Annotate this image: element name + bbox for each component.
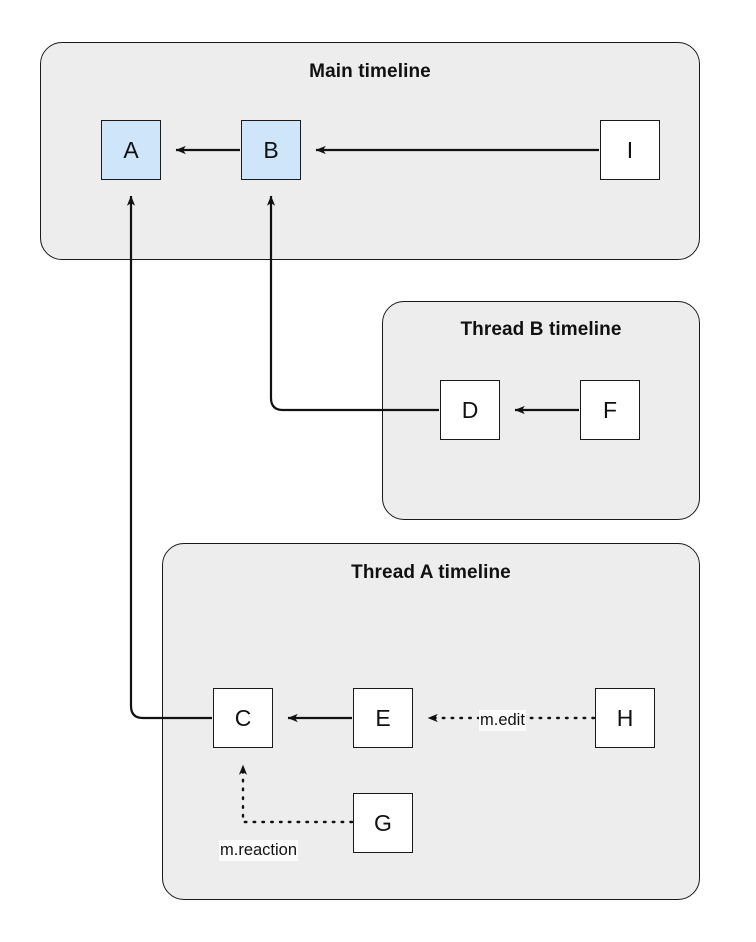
node-H[interactable]: H	[595, 688, 655, 748]
node-G[interactable]: G	[353, 793, 413, 853]
node-A[interactable]: A	[101, 120, 161, 180]
container-title-thread-a-timeline: Thread A timeline	[351, 562, 511, 583]
node-label-G: G	[374, 809, 392, 836]
container-title-thread-b-timeline: Thread B timeline	[460, 319, 622, 340]
node-label-H: H	[616, 704, 634, 731]
edge-D-to-B	[266, 195, 439, 412]
node-C[interactable]: C	[213, 688, 273, 748]
edge-G-to-C	[238, 763, 354, 824]
node-B[interactable]: B	[241, 120, 301, 180]
node-label-E: E	[375, 704, 391, 731]
container-title-main-timeline: Main timeline	[309, 61, 431, 82]
node-I[interactable]: I	[600, 120, 660, 180]
node-D[interactable]: D	[440, 380, 500, 440]
node-F[interactable]: F	[580, 380, 640, 440]
edge-label-m-reaction: m.reaction	[219, 840, 299, 861]
node-label-I: I	[626, 136, 634, 163]
node-label-C: C	[234, 704, 252, 731]
node-label-F: F	[602, 396, 618, 423]
node-label-B: B	[263, 136, 279, 163]
node-label-A: A	[123, 136, 139, 163]
node-label-D: D	[461, 396, 479, 423]
node-E[interactable]: E	[353, 688, 413, 748]
edge-C-to-A	[126, 195, 212, 720]
edge-label-m-edit: m.edit	[479, 710, 526, 731]
